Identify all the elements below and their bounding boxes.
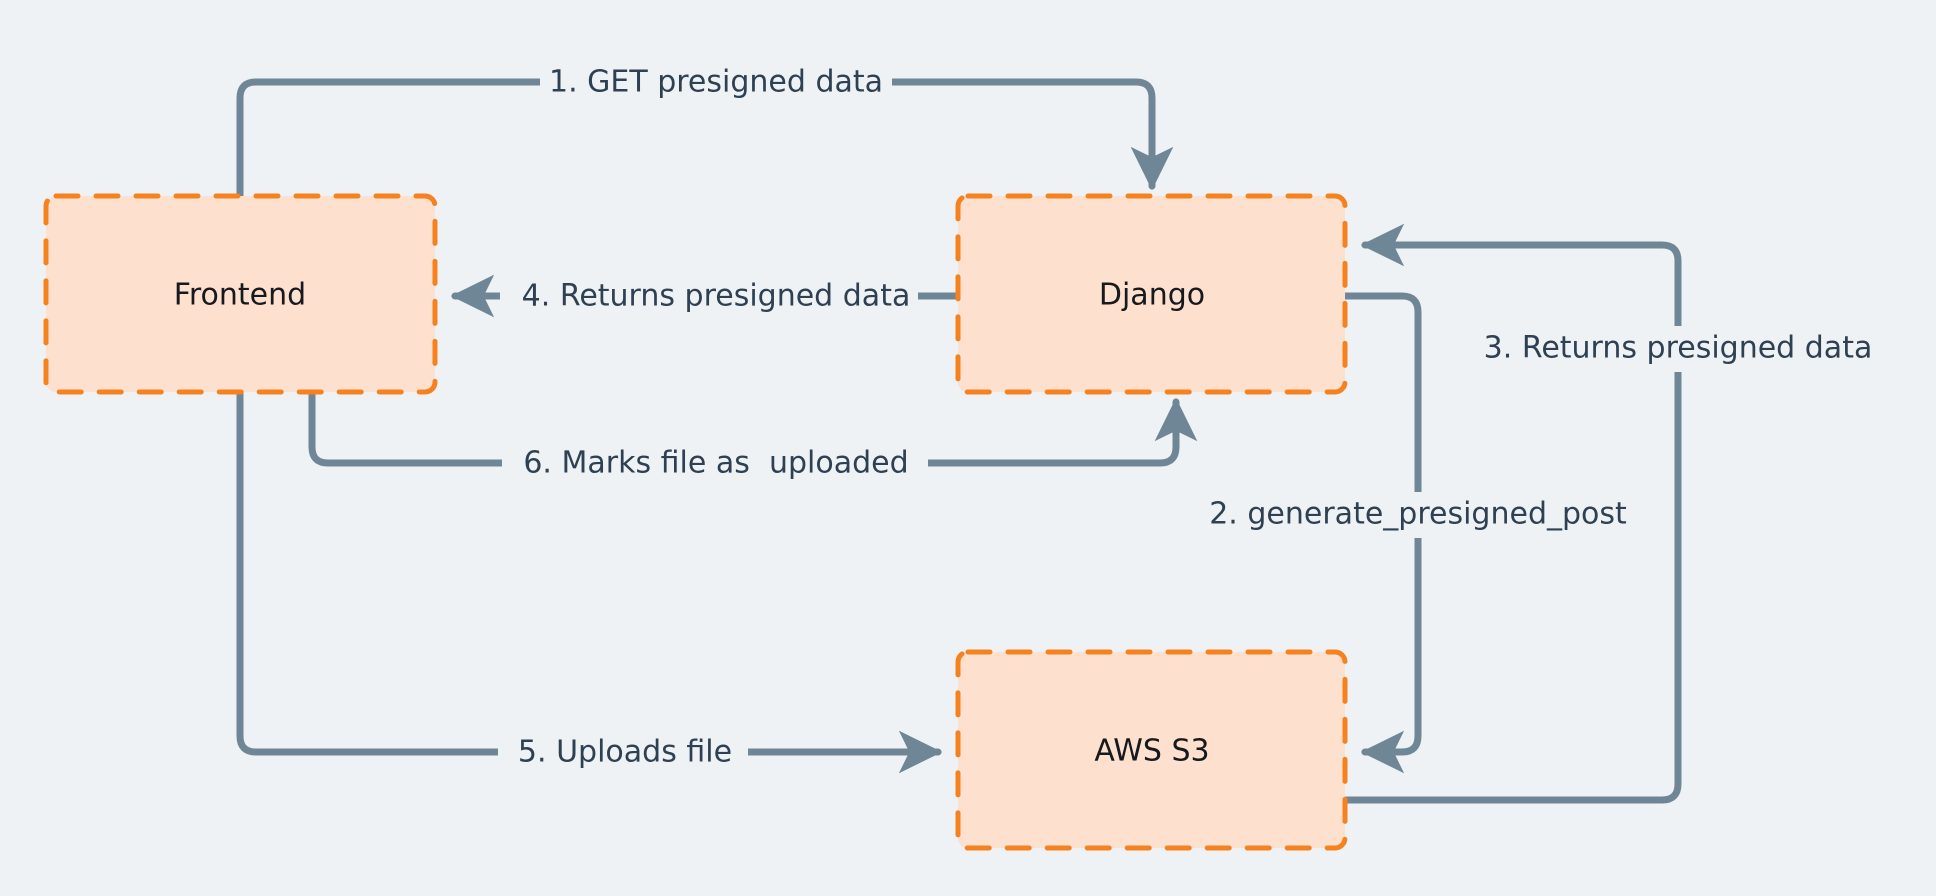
edge-4-label: 4. Returns presigned data bbox=[522, 279, 911, 314]
edge-2-label-bg bbox=[1198, 492, 1642, 538]
edge-2-generate-presigned-post: 2. generate_presigned_post bbox=[1198, 292, 1642, 774]
edge-3-path bbox=[1341, 223, 1682, 804]
node-django-box[interactable] bbox=[955, 193, 1348, 395]
edge-1-get-presigned-data: 1. GET presigned data bbox=[236, 60, 1174, 200]
edge-1-label: 1. GET presigned data bbox=[549, 65, 883, 100]
edge-4-returns-presigned-data: 4. Returns presigned data bbox=[450, 274, 962, 320]
node-aws-s3[interactable]: AWS S3 bbox=[955, 649, 1348, 851]
edge-5-path bbox=[236, 388, 943, 774]
edge-3-returns-presigned-data: 3. Returns presigned data bbox=[1341, 223, 1890, 804]
node-frontend[interactable]: Frontend bbox=[43, 193, 438, 395]
edge-6-label: 6. Marks file as uploaded bbox=[523, 446, 908, 481]
node-aws-s3-box[interactable] bbox=[955, 649, 1348, 851]
edge-2-label: 2. generate_presigned_post bbox=[1209, 497, 1627, 532]
node-aws-s3-label: AWS S3 bbox=[1094, 734, 1209, 769]
edge-3-label: 3. Returns presigned data bbox=[1484, 331, 1873, 366]
node-django-label: Django bbox=[1099, 278, 1205, 313]
node-frontend-box[interactable] bbox=[43, 193, 438, 395]
node-frontend-label: Frontend bbox=[174, 278, 306, 313]
edge-5-uploads-file: 5. Uploads file bbox=[236, 388, 943, 776]
node-django[interactable]: Django bbox=[955, 193, 1348, 395]
edge-1-label-bg bbox=[540, 60, 892, 106]
edge-6-label-bg bbox=[502, 441, 928, 487]
edge-6-marks-file-as-uploaded: 6. Marks file as uploaded bbox=[308, 388, 1198, 487]
edge-5-label: 5. Uploads file bbox=[518, 735, 732, 770]
edge-5-label-bg bbox=[498, 730, 748, 776]
edge-4-label-bg bbox=[500, 274, 918, 320]
edge-3-label-bg bbox=[1470, 326, 1890, 372]
